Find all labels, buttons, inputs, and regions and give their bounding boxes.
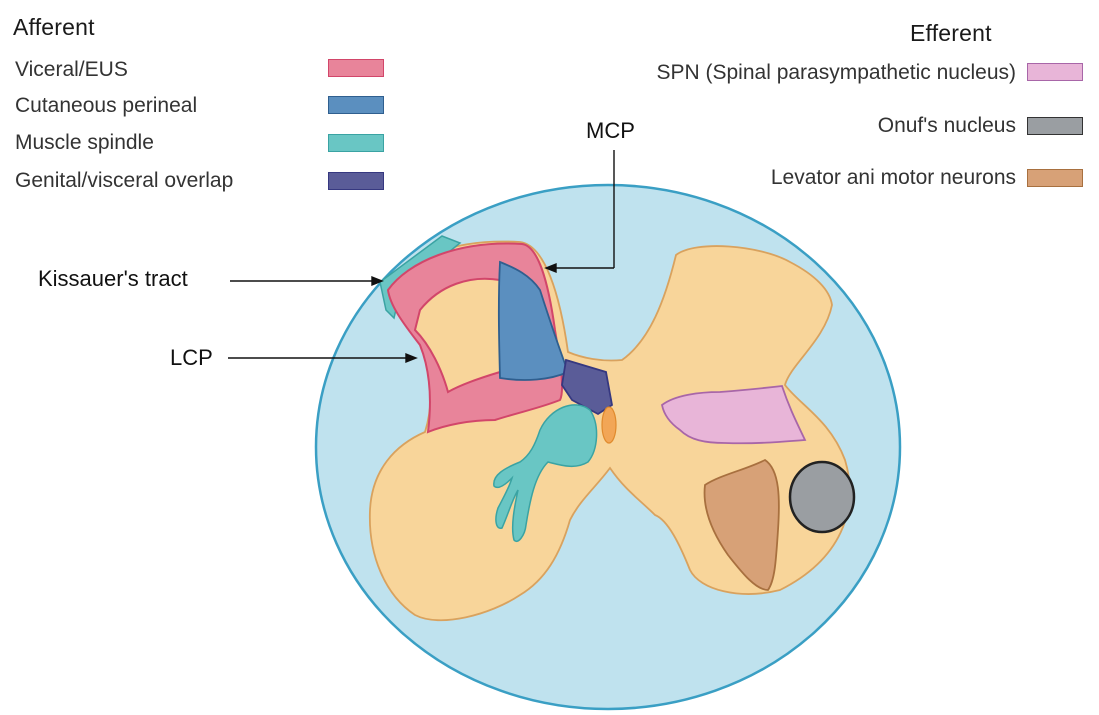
- swatch-spn: [1027, 63, 1083, 81]
- afferent-heading: Afferent: [13, 14, 95, 40]
- swatch-visceral-eus: [328, 59, 384, 77]
- muscle-spindle-region: [493, 404, 598, 542]
- swatch-genital-visceral-overlap: [328, 172, 384, 190]
- swatch-cutaneous-perineal: [328, 96, 384, 114]
- swatch-levator-ani: [1027, 169, 1083, 187]
- legend-item-genital-visceral-overlap: Genital/visceral overlap: [15, 166, 233, 196]
- spn-region: [661, 385, 807, 445]
- onufs-nucleus-region: [788, 460, 856, 534]
- callout-lcp: LCP: [170, 345, 213, 370]
- legend-label-muscle-spindle: Muscle spindle: [15, 131, 154, 154]
- legend-item-onuf: Onuf's nucleus: [878, 111, 1016, 141]
- legend-label-spn: SPN (Spinal parasympathetic nucleus): [656, 61, 1016, 84]
- legend-item-levator-ani: Levator ani motor neurons: [771, 163, 1016, 193]
- efferent-heading: Efferent: [910, 20, 992, 46]
- legend-item-visceral-eus: Viceral/EUS: [15, 55, 128, 85]
- central-canal: [601, 406, 617, 444]
- legend-label-genital-visceral-overlap: Genital/visceral overlap: [15, 169, 234, 192]
- swatch-muscle-spindle: [328, 134, 384, 152]
- swatch-onuf: [1027, 117, 1083, 135]
- legend-label-visceral-eus: Viceral/EUS: [15, 58, 128, 81]
- genital-visceral-overlap-region: [561, 358, 613, 416]
- levator-ani-region: [703, 458, 780, 591]
- leader-lines: [228, 150, 615, 364]
- legend-label-onuf: Onuf's nucleus: [877, 114, 1016, 137]
- legend-label-cutaneous-perineal: Cutaneous perineal: [15, 94, 198, 117]
- legend-item-muscle-spindle: Muscle spindle: [15, 128, 154, 158]
- callout-kissauer-tract: Kissauer's tract: [38, 266, 188, 291]
- callout-mcp: MCP: [586, 118, 635, 143]
- legend-item-cutaneous-perineal: Cutaneous perineal: [15, 91, 197, 121]
- legend-label-levator-ani: Levator ani motor neurons: [770, 166, 1016, 189]
- legend-item-spn: SPN (Spinal parasympathetic nucleus): [656, 58, 1016, 88]
